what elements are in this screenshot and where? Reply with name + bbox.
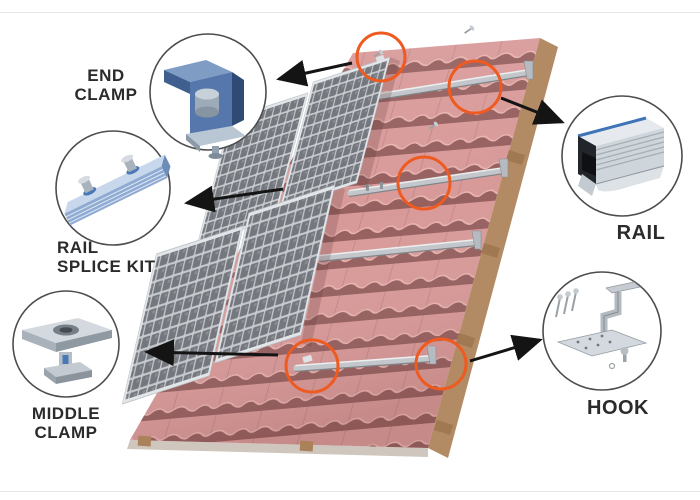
end-clamp-label: END CLAMP bbox=[36, 66, 176, 104]
loose-screws bbox=[373, 25, 475, 130]
mounting-rail-2 bbox=[347, 158, 509, 197]
end-clamp-on-roof bbox=[375, 54, 385, 63]
highlight-circle-end-clamp-top bbox=[355, 31, 407, 83]
hook-callout bbox=[542, 271, 662, 391]
mounting-rail-4 bbox=[293, 345, 437, 372]
mounting-rail-1 bbox=[377, 60, 534, 100]
hook-label: HOOK bbox=[587, 397, 649, 419]
highlight-circle-rail-middle bbox=[396, 155, 452, 211]
end-clamp-label-line2: CLAMP bbox=[74, 85, 138, 105]
arrow-to-middle-clamp bbox=[144, 339, 279, 367]
end-clamp-on-roof bbox=[302, 354, 313, 363]
rail-splice-kit-label-line2: SPLICE KIT bbox=[57, 257, 156, 277]
splice-bolt bbox=[121, 154, 140, 175]
middle-clamp-label-line2: CLAMP bbox=[34, 423, 98, 443]
screw-icon bbox=[373, 49, 384, 58]
middle-clamp-label: MIDDLE CLAMP bbox=[0, 404, 132, 442]
rail-icon bbox=[577, 116, 665, 196]
end-clamp-label-line1: END bbox=[87, 66, 125, 85]
hook-icon bbox=[555, 281, 648, 370]
middle-clamp-icon bbox=[22, 318, 112, 384]
arrow-to-end-clamp bbox=[276, 60, 353, 87]
rail-callout bbox=[561, 95, 683, 217]
rail-splice-kit-label-line1: RAIL bbox=[57, 238, 99, 257]
highlight-circle-end-clamp-bottom bbox=[284, 338, 340, 394]
mounting-rails bbox=[293, 60, 534, 372]
end-clamp-callout bbox=[149, 33, 267, 159]
solar-panel bbox=[214, 184, 336, 364]
hook-screws bbox=[555, 291, 577, 318]
arrow-to-rail bbox=[500, 96, 565, 125]
rail-splice-kit-label: RAIL SPLICE KIT bbox=[57, 238, 156, 276]
middle-clamp-label-line1: MIDDLE bbox=[31, 404, 101, 423]
tile-underside-edge bbox=[127, 440, 428, 457]
rafter-tails bbox=[137, 435, 314, 452]
arrow-to-rail-splice-kit bbox=[184, 185, 284, 213]
detail-callouts bbox=[12, 33, 683, 398]
arrow-to-hook bbox=[469, 334, 543, 363]
plate-holes bbox=[576, 334, 612, 350]
mounting-rail-3 bbox=[317, 230, 482, 262]
highlight-circle-hook bbox=[414, 337, 468, 391]
bottom-border-line bbox=[0, 491, 700, 492]
rail-splice-kit-callout bbox=[55, 130, 171, 246]
panel-row-top bbox=[197, 56, 391, 245]
middle-clamp-callout bbox=[12, 290, 120, 398]
solar-panel bbox=[197, 92, 309, 245]
top-border-line bbox=[0, 12, 700, 13]
end-clamp-icon bbox=[164, 60, 246, 159]
splice-bolt bbox=[78, 175, 97, 196]
rail-label: RAIL bbox=[616, 222, 666, 244]
highlight-circle-rail-top bbox=[447, 59, 503, 115]
roof-fascia-board bbox=[428, 38, 558, 458]
screw-icon bbox=[428, 121, 439, 130]
rail-splice-kit-icon bbox=[64, 154, 171, 226]
screw-icon bbox=[464, 25, 475, 34]
